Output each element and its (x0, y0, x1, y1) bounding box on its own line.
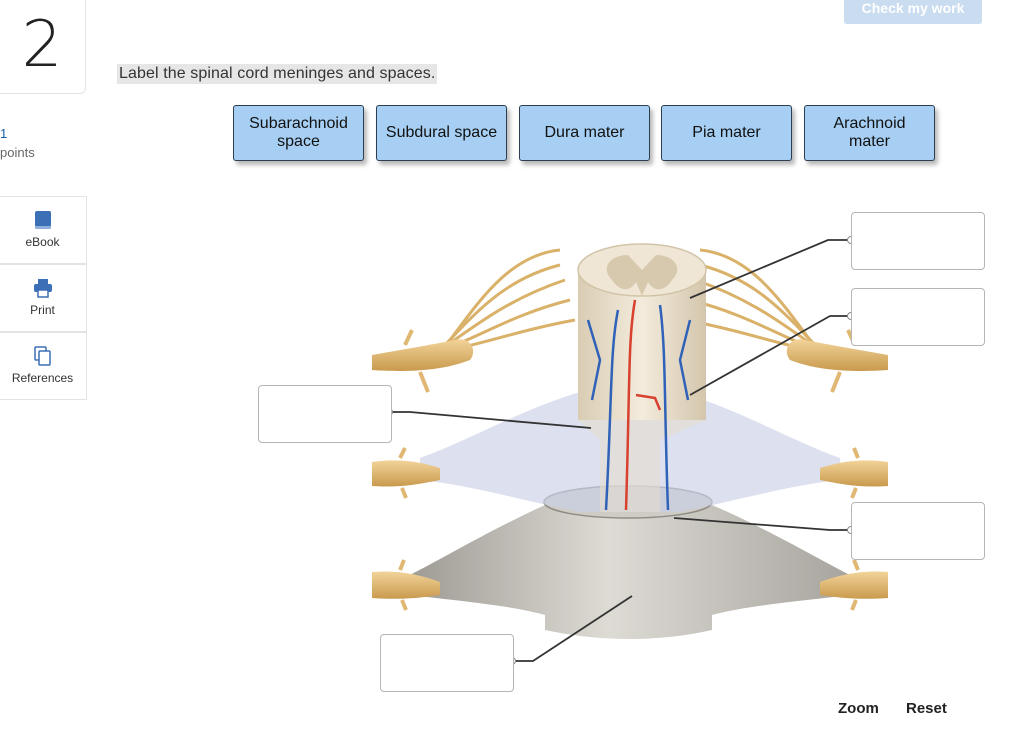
points-label: points (0, 145, 35, 160)
label-tile-dura-mater[interactable]: Dura mater (519, 105, 650, 161)
ebook-label: eBook (25, 235, 60, 249)
drop-zone-top-right[interactable] (851, 212, 985, 270)
check-my-work-button[interactable]: Check my work (844, 0, 982, 24)
points-value: 1 (0, 126, 8, 141)
drop-zone-bottom[interactable] (380, 634, 514, 692)
documents-icon (33, 346, 51, 366)
references-button[interactable]: References (0, 332, 87, 400)
references-label: References (11, 371, 74, 385)
question-number-box: 2 (0, 0, 86, 94)
print-button[interactable]: Print (0, 264, 87, 332)
question-number: 2 (21, 8, 63, 82)
label-leader-lines (390, 239, 850, 662)
ebook-button[interactable]: eBook (0, 196, 87, 264)
label-tile-pia-mater[interactable]: Pia mater (661, 105, 792, 161)
label-tile-subdural-space[interactable]: Subdural space (376, 105, 507, 161)
zoom-button[interactable]: Zoom (838, 700, 879, 717)
print-label: Print (30, 303, 55, 317)
printer-icon (33, 279, 52, 298)
lower-spinal-nerves (372, 559, 888, 611)
drop-zone-upper-right[interactable] (851, 288, 985, 346)
book-icon (34, 211, 51, 229)
drop-zone-left[interactable] (258, 385, 392, 443)
drop-zone-lower-right[interactable] (851, 502, 985, 560)
reset-button[interactable]: Reset (906, 700, 947, 717)
label-tile-subarachnoid-space[interactable]: Subarachnoid space (233, 105, 364, 161)
question-prompt: Label the spinal cord meninges and space… (117, 64, 438, 84)
label-tile-arachnoid-mater[interactable]: Arachnoid mater (804, 105, 935, 161)
spinal-cord-column (577, 243, 707, 512)
